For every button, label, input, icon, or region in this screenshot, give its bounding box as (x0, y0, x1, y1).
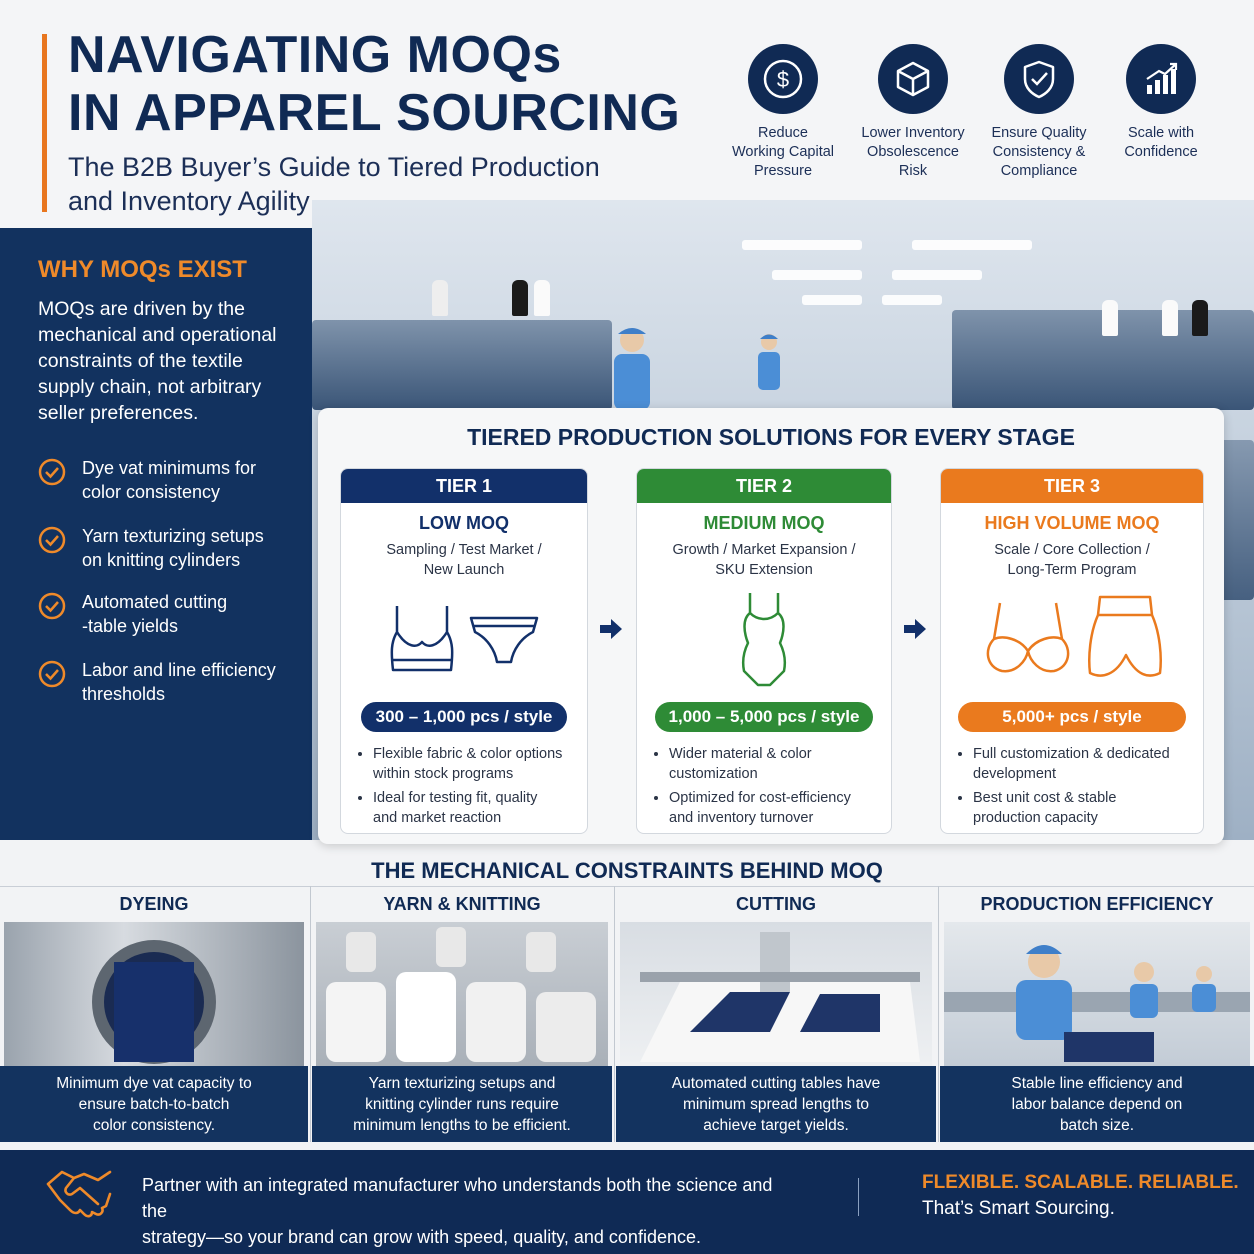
page-title: NAVIGATING MOQs IN APPAREL SOURCING (68, 26, 708, 142)
title-line-2: IN APPAREL SOURCING (68, 84, 681, 142)
mechanical-row (0, 886, 1254, 1145)
yarn-spools-image (316, 922, 608, 1066)
footer-text: Partner with an integrated manufacturer … (142, 1175, 773, 1247)
mechanical-production-efficiency: PRODUCTION EFFICIENCY Stable line effici… (940, 886, 1254, 1142)
divider (938, 886, 939, 1142)
underwire-bra-icon (986, 602, 1070, 673)
divider (614, 886, 615, 1142)
tier-3-card: TIER 3 HIGH VOLUME MOQ Scale / Core Coll… (940, 468, 1204, 834)
mechanical-yarn-knitting: YARN & KNITTING Yarn texturizing setups … (312, 886, 612, 1142)
check-circle-icon (38, 592, 66, 620)
arrow-right-icon (904, 619, 926, 639)
footer-separator (858, 1178, 859, 1216)
mechanical-label: PRODUCTION EFFICIENCY (980, 894, 1214, 914)
tier-moq-pill: 300 – 1,000 pcs / style (361, 702, 567, 732)
why-item: Automated cutting-table yields (38, 590, 288, 638)
tier-name: HIGH VOLUME MOQ (984, 513, 1160, 533)
check-circle-icon (38, 458, 66, 486)
subtitle-line-2: and Inventory Agility (68, 186, 310, 216)
shapewear-shorts-icon (1088, 595, 1162, 677)
check-circle-icon (38, 660, 66, 688)
tier-moq-pill: 5,000+ pcs / style (958, 702, 1186, 732)
tier-2-card: TIER 2 MEDIUM MOQ Growth / Market Expans… (636, 468, 892, 834)
tier-description: Scale / Core Collection /Long-Term Progr… (994, 542, 1150, 578)
tier-bullets: Full customization & dedicateddevelopmen… (941, 744, 1203, 828)
dollar-icon: $ (748, 44, 818, 114)
mechanical-label: DYEING (119, 894, 189, 914)
tier-name: LOW MOQ (419, 513, 509, 533)
tier-description: Growth / Market Expansion /SKU Extension (672, 542, 856, 578)
tiers-title: TIERED PRODUCTION SOLUTIONS FOR EVERY ST… (467, 424, 1075, 450)
tier-name: MEDIUM MOQ (703, 513, 825, 533)
bra-icon (390, 606, 454, 672)
title-line-1: NAVIGATING MOQs (68, 26, 562, 84)
footer-tagline-secondary: That’s Smart Sourcing. (922, 1198, 1115, 1219)
footer-tagline: FLEXIBLE. SCALABLE. RELIABLE. (922, 1172, 1239, 1193)
why-body: MOQs are driven by the mechanical and op… (38, 298, 277, 424)
mechanical-title: THE MECHANICAL CONSTRAINTS BEHIND MOQ (371, 858, 883, 883)
dyeing-machine-image (4, 922, 304, 1066)
subtitle-line-1: The B2B Buyer’s Guide to Tiered Producti… (68, 152, 600, 182)
mechanical-label: YARN & KNITTING (383, 894, 541, 914)
svg-text:$: $ (777, 67, 789, 92)
sewing-line-image (944, 922, 1250, 1066)
tier-moq-pill: 1,000 – 5,000 pcs / style (655, 702, 873, 732)
shield-check-icon (1004, 44, 1074, 114)
tier-label: TIER 3 (941, 469, 1203, 503)
tier-label: TIER 1 (341, 469, 587, 503)
tier-1-card: TIER 1 LOW MOQ Sampling / Test Market /N… (340, 468, 588, 834)
cutting-table-image (620, 922, 932, 1066)
briefs-icon (469, 616, 539, 664)
tier-description: Sampling / Test Market /New Launch (386, 542, 542, 578)
tier-bullet: Full customization & dedicateddevelopmen… (973, 744, 1195, 784)
bodysuit-icon (741, 593, 787, 687)
footer (0, 1150, 1254, 1254)
why-moqs-panel (0, 228, 312, 840)
box-icon (878, 44, 948, 114)
handshake-icon (46, 1170, 112, 1218)
check-circle-icon (38, 526, 66, 554)
divider (310, 886, 311, 1142)
header-background (0, 0, 1254, 228)
title-accent-bar (42, 34, 47, 212)
growth-chart-icon (1126, 44, 1196, 114)
tier-label: TIER 2 (637, 469, 891, 503)
mechanical-label: CUTTING (736, 894, 816, 914)
page-subtitle: The B2B Buyer’s Guide to Tiered Producti… (68, 150, 668, 218)
why-title: WHY MOQs EXIST (38, 256, 247, 283)
arrow-right-icon (600, 619, 622, 639)
